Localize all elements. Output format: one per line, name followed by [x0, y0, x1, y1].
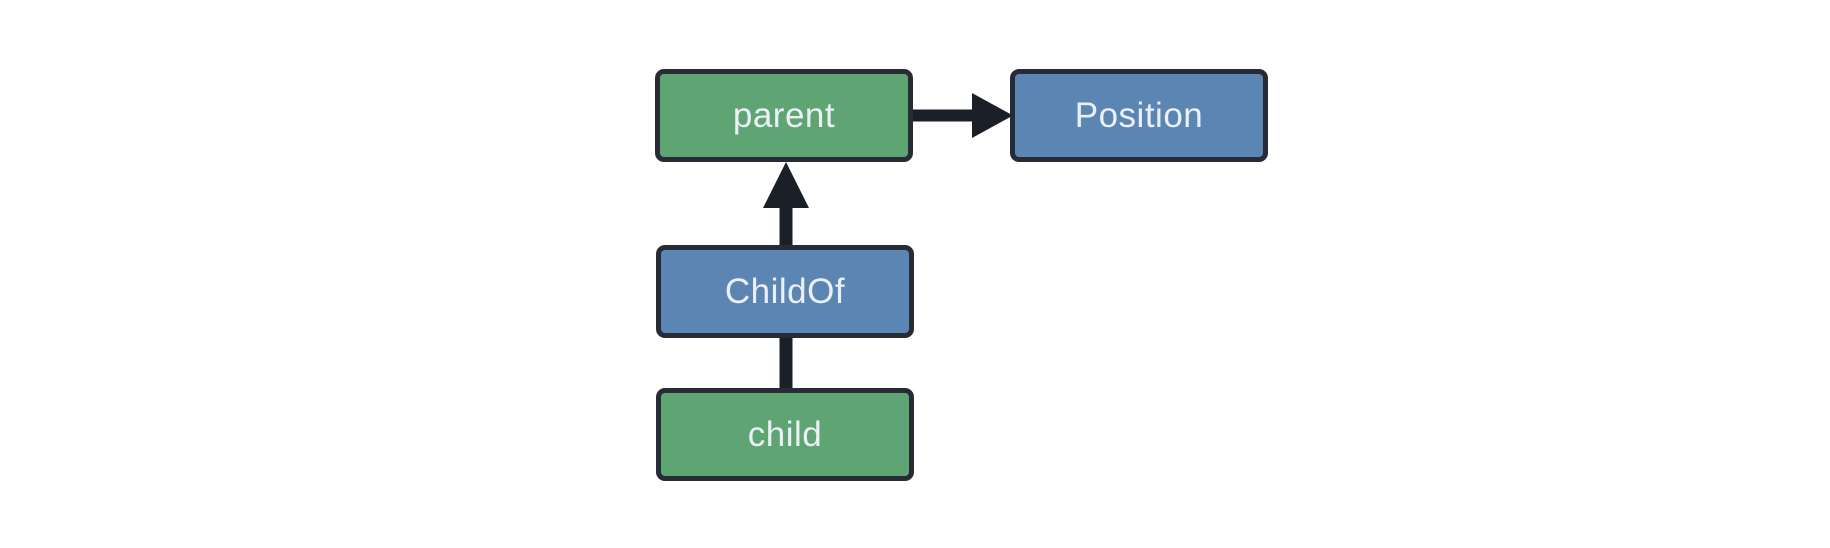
node-parent-label: parent	[732, 96, 836, 135]
node-childof: ChildOf	[656, 245, 914, 338]
node-position: Position	[1010, 69, 1268, 162]
node-position-label: Position	[1074, 96, 1204, 135]
edge-childof-parent-arrowhead	[763, 162, 809, 208]
node-parent: parent	[655, 69, 913, 162]
node-childof-label: ChildOf	[724, 272, 846, 311]
node-child-label: child	[747, 415, 823, 454]
edge-parent-position-arrowhead	[972, 93, 1013, 138]
node-child: child	[656, 388, 914, 481]
